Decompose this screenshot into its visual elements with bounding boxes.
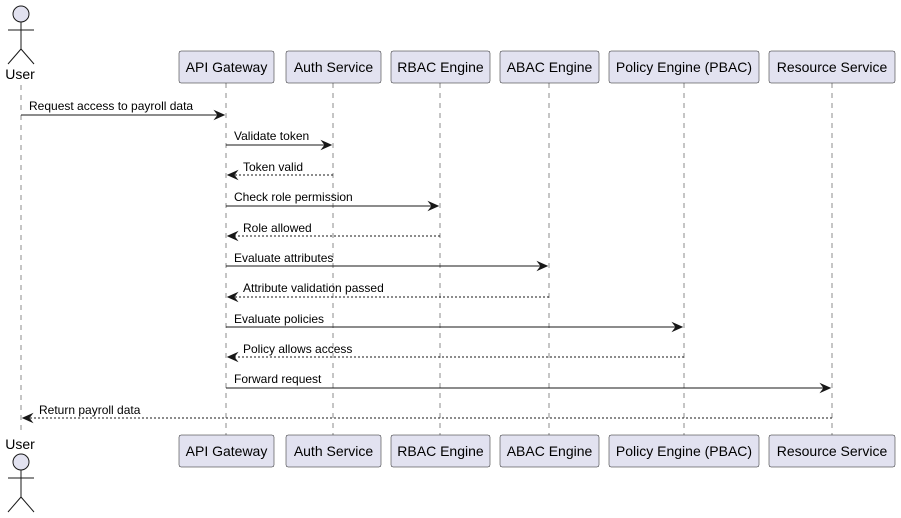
actor-icon xyxy=(7,453,35,513)
participant-label: API Gateway xyxy=(186,443,268,459)
message-7: Attribute validation passed xyxy=(226,281,549,303)
arrowhead-icon xyxy=(226,351,239,363)
participant-resource-top: Resource Service xyxy=(768,50,896,84)
participant-label: RBAC Engine xyxy=(397,443,484,459)
participants-bottom: API Gateway Auth Service RBAC Engine ABA… xyxy=(178,434,896,468)
arrowhead-icon xyxy=(819,382,832,394)
participant-label: Resource Service xyxy=(777,443,888,459)
participant-label: Auth Service xyxy=(294,59,374,75)
message-label: Attribute validation passed xyxy=(243,281,384,295)
actor-icon xyxy=(7,5,35,65)
arrowhead-icon xyxy=(226,230,239,242)
message-label: Validate token xyxy=(234,129,309,143)
arrowhead-icon xyxy=(671,321,684,333)
message-11: Return payroll data xyxy=(21,403,832,424)
participant-label: Policy Engine (PBAC) xyxy=(616,443,752,459)
actor-label-top: User xyxy=(5,66,35,82)
message-label: Forward request xyxy=(234,372,322,386)
participant-auth-bottom: Auth Service xyxy=(285,434,382,468)
arrowhead-icon xyxy=(226,169,239,181)
participant-label: Resource Service xyxy=(777,59,888,75)
actor-label-bottom: User xyxy=(5,436,35,452)
participant-rbac-bottom: RBAC Engine xyxy=(390,434,491,468)
message-label: Evaluate attributes xyxy=(234,251,333,265)
participant-abac-bottom: ABAC Engine xyxy=(499,434,600,468)
message-1: Request access to payroll data xyxy=(21,99,226,121)
message-2: Validate token xyxy=(226,129,333,151)
arrowhead-icon xyxy=(21,412,34,424)
message-10: Forward request xyxy=(226,372,832,394)
participant-gateway-bottom: API Gateway xyxy=(178,434,275,468)
actor-user-top: User xyxy=(5,5,35,82)
message-3: Token valid xyxy=(226,160,333,181)
participant-rbac-top: RBAC Engine xyxy=(390,50,491,84)
lifelines xyxy=(20,83,833,435)
arrowhead-icon xyxy=(320,139,333,151)
arrowhead-icon xyxy=(213,109,226,121)
participant-label: API Gateway xyxy=(186,59,268,75)
message-label: Request access to payroll data xyxy=(29,99,193,113)
participant-label: RBAC Engine xyxy=(397,59,484,75)
message-8: Evaluate policies xyxy=(226,312,684,333)
participant-label: ABAC Engine xyxy=(507,443,593,459)
messages: Request access to payroll data Validate … xyxy=(21,99,832,424)
participant-label: Policy Engine (PBAC) xyxy=(616,59,752,75)
message-label: Token valid xyxy=(243,160,303,174)
participants-top: API Gateway Auth Service RBAC Engine ABA… xyxy=(178,50,896,84)
participant-label: Auth Service xyxy=(294,443,374,459)
arrowhead-icon xyxy=(536,260,549,272)
message-5: Role allowed xyxy=(226,221,440,242)
participant-auth-top: Auth Service xyxy=(285,50,382,84)
participant-label: ABAC Engine xyxy=(507,59,593,75)
message-label: Return payroll data xyxy=(39,403,141,417)
message-label: Role allowed xyxy=(243,221,312,235)
arrowhead-icon xyxy=(427,200,440,212)
message-label: Evaluate policies xyxy=(234,312,324,326)
actor-user-bottom: User xyxy=(5,436,35,513)
participant-pbac-top: Policy Engine (PBAC) xyxy=(608,50,760,84)
participant-gateway-top: API Gateway xyxy=(178,50,275,84)
arrowhead-icon xyxy=(226,291,239,303)
message-4: Check role permission xyxy=(226,190,440,212)
message-9: Policy allows access xyxy=(226,342,684,363)
message-label: Policy allows access xyxy=(243,342,352,356)
participant-resource-bottom: Resource Service xyxy=(768,434,896,468)
participant-abac-top: ABAC Engine xyxy=(499,50,600,84)
message-6: Evaluate attributes xyxy=(226,251,549,272)
participant-pbac-bottom: Policy Engine (PBAC) xyxy=(608,434,760,468)
message-label: Check role permission xyxy=(234,190,353,204)
